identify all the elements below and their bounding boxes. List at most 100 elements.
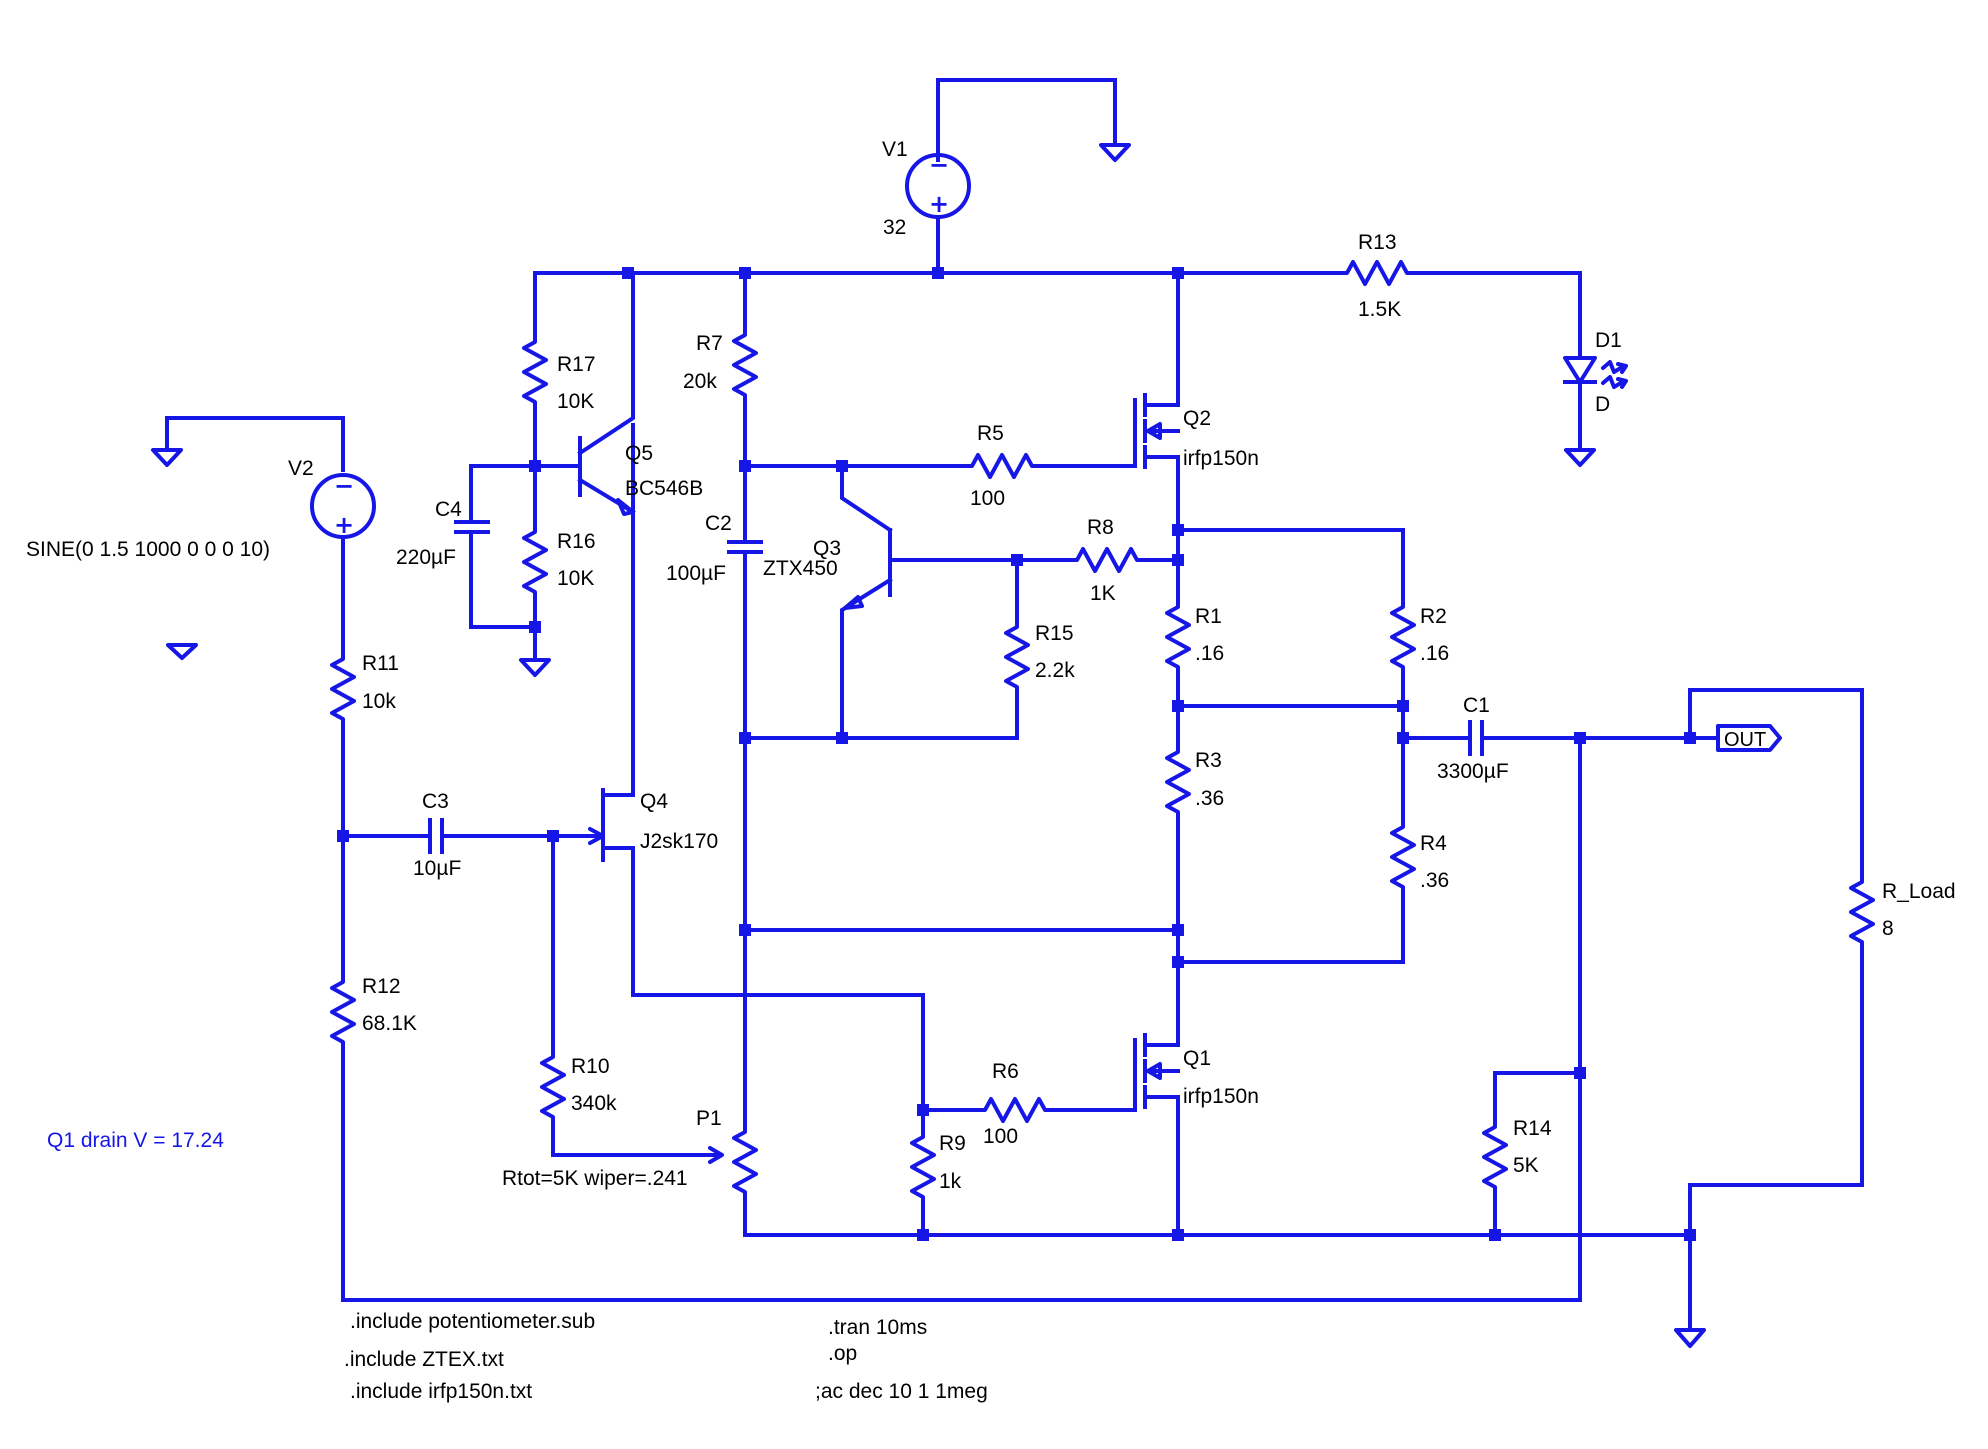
v1-source[interactable]: − + xyxy=(905,78,1117,275)
c1-capacitor[interactable] xyxy=(1401,720,1720,756)
ground-symbol xyxy=(151,448,183,467)
p1-params: Rtot=5K wiper=.241 xyxy=(502,1167,688,1190)
q3-bjt[interactable] xyxy=(840,464,1072,740)
rload-name: R_Load xyxy=(1882,880,1956,903)
r7-resistor[interactable] xyxy=(732,326,758,400)
q1-model: irfp150n xyxy=(1183,1085,1259,1108)
r4-resistor[interactable] xyxy=(1390,818,1416,892)
r11-value: 10k xyxy=(362,690,396,713)
junction-dot xyxy=(836,460,848,472)
d1-name: D1 xyxy=(1595,329,1622,352)
wire xyxy=(1046,1088,1137,1112)
r9-name: R9 xyxy=(939,1132,966,1155)
r14-name: R14 xyxy=(1513,1117,1552,1140)
junction-dot xyxy=(1172,700,1184,712)
directive-include-pot: .include potentiometer.sub xyxy=(350,1310,595,1333)
junction-dot xyxy=(917,1104,929,1116)
r2-resistor[interactable] xyxy=(1390,598,1416,672)
q3-model: ZTX450 xyxy=(763,557,838,580)
junction-dot xyxy=(836,732,848,744)
directive-tran: .tran 10ms xyxy=(828,1316,927,1339)
r14-value: 5K xyxy=(1513,1154,1539,1177)
junction-dot xyxy=(1172,267,1184,279)
r1-resistor[interactable] xyxy=(1165,598,1191,672)
r1-name: R1 xyxy=(1195,605,1222,628)
r3-value: .36 xyxy=(1195,787,1224,810)
v1-name: V1 xyxy=(882,138,908,161)
directive-include-ztx: .include ZTEX.txt xyxy=(344,1348,504,1371)
r7-value: 20k xyxy=(683,370,717,393)
r13-resistor[interactable] xyxy=(1338,260,1412,286)
wire xyxy=(341,1043,1582,1302)
r10-value: 340k xyxy=(571,1092,617,1115)
q1-name: Q1 xyxy=(1183,1047,1211,1070)
c3-capacitor[interactable] xyxy=(341,818,592,854)
out-port[interactable] xyxy=(1716,724,1782,752)
junction-dot xyxy=(1172,956,1184,968)
svg-text:+: + xyxy=(334,511,354,539)
rload-value: 8 xyxy=(1882,917,1894,940)
r16-resistor[interactable] xyxy=(522,523,548,597)
r12-name: R12 xyxy=(362,975,401,998)
r9-resistor[interactable] xyxy=(910,1128,936,1202)
wire xyxy=(1688,943,1864,1332)
v2-name: V2 xyxy=(288,457,314,480)
r11-name: R11 xyxy=(362,652,399,675)
r8-resistor[interactable] xyxy=(1068,547,1142,573)
q2-mosfet[interactable] xyxy=(1133,271,1180,532)
r6-resistor[interactable] xyxy=(976,1097,1050,1123)
r4-value: .36 xyxy=(1420,869,1449,892)
p1-potentiometer[interactable] xyxy=(732,1123,758,1197)
r3-resistor[interactable] xyxy=(1165,743,1191,817)
junction-dot xyxy=(932,267,944,279)
r6-name: R6 xyxy=(992,1060,1019,1083)
junction-dot xyxy=(529,621,541,633)
r8-name: R8 xyxy=(1087,516,1114,539)
r13-name: R13 xyxy=(1358,231,1397,254)
q1-mosfet[interactable] xyxy=(1133,960,1180,1237)
junction-dot xyxy=(1574,1067,1586,1079)
junction-dot xyxy=(1172,1229,1184,1241)
q2-name: Q2 xyxy=(1183,407,1211,430)
junction-dot xyxy=(739,460,751,472)
r17-resistor[interactable] xyxy=(522,333,548,407)
r14-resistor[interactable] xyxy=(1482,1118,1508,1192)
q5-bjt[interactable] xyxy=(533,271,636,797)
q3-name: Q3 xyxy=(813,537,841,560)
r16-name: R16 xyxy=(557,530,596,553)
svg-text:+: + xyxy=(929,190,949,218)
r12-value: 68.1K xyxy=(362,1012,417,1035)
wire xyxy=(1688,688,1864,877)
r10-resistor[interactable] xyxy=(540,1048,566,1122)
q5-name: Q5 xyxy=(625,442,653,465)
c4-value: 220µF xyxy=(396,546,456,569)
r3-name: R3 xyxy=(1195,749,1222,772)
r2-value: .16 xyxy=(1420,642,1449,665)
r6-value: 100 xyxy=(983,1125,1018,1148)
r10-name: R10 xyxy=(571,1055,610,1078)
q4-name: Q4 xyxy=(640,790,668,813)
r17-name: R17 xyxy=(557,353,596,376)
junction-dot xyxy=(1489,1229,1501,1241)
c3-value: 10µF xyxy=(413,857,461,880)
r5-name: R5 xyxy=(977,422,1004,445)
r13-value: 1.5K xyxy=(1358,298,1401,321)
r5-resistor[interactable] xyxy=(963,453,1037,479)
ground-symbol xyxy=(166,643,198,660)
junction-dot xyxy=(917,1229,929,1241)
d1-led[interactable] xyxy=(1563,356,1628,452)
wire xyxy=(1033,398,1137,468)
v2-source[interactable]: − + xyxy=(165,416,376,654)
junction-dot xyxy=(1684,1229,1696,1241)
r15-resistor[interactable] xyxy=(1004,618,1030,692)
q4-jfet[interactable] xyxy=(588,423,925,1112)
rload-resistor[interactable] xyxy=(1849,873,1875,947)
p1-name: P1 xyxy=(696,1107,722,1130)
r12-resistor[interactable] xyxy=(330,973,356,1047)
ground-symbol xyxy=(1099,143,1131,162)
r1-value: .16 xyxy=(1195,642,1224,665)
r11-resistor[interactable] xyxy=(330,650,356,724)
junction-dot xyxy=(337,830,349,842)
c4-capacitor[interactable] xyxy=(454,464,537,629)
